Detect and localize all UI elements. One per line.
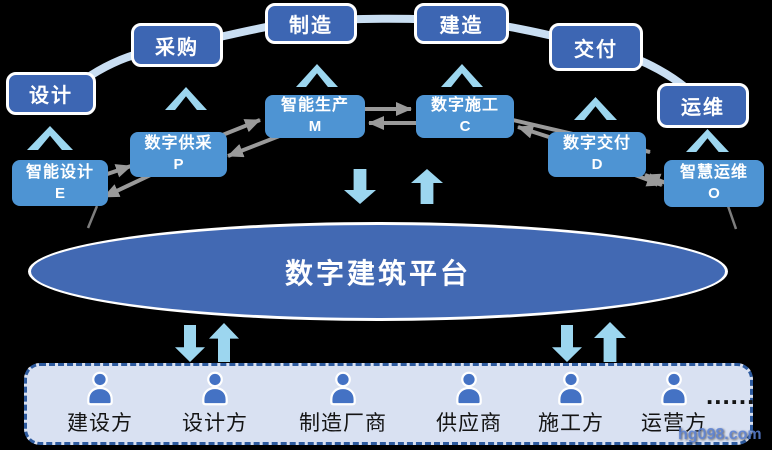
module-name: 智能设计	[25, 163, 94, 181]
stakeholder-label: 建设方	[67, 412, 133, 435]
phase-box-operations: 运维	[657, 83, 749, 128]
stakeholder-supplier: 供应商	[436, 370, 502, 437]
stakeholder-owner: 建设方	[67, 370, 133, 437]
module-name: 智能生产	[280, 97, 349, 115]
phase-box-procurement: 采购	[131, 23, 223, 67]
stakeholder-label: 运营方	[641, 412, 707, 435]
module-letter: O	[708, 185, 720, 203]
module-letter: E	[54, 184, 65, 202]
module-name: 数字供采	[144, 135, 213, 153]
stakeholder-manufacturer: 制造厂商	[299, 370, 387, 437]
module-box-digital-construction: 数字施工 C	[416, 95, 514, 138]
person-icon	[456, 371, 482, 406]
person-icon	[330, 371, 356, 406]
stakeholder-contractor: 施工方	[538, 370, 604, 437]
person-icon	[87, 371, 113, 406]
watermark: hg098.com	[678, 426, 762, 443]
platform-ellipse: 数字建筑平台	[28, 222, 728, 321]
stakeholder-label: 供应商	[436, 412, 502, 435]
stakeholder-designer: 设计方	[182, 370, 248, 437]
arc-tails	[86, 205, 738, 230]
stakeholder-label: 设计方	[182, 412, 248, 435]
module-box-digital-procurement: 数字供采 P	[130, 132, 227, 177]
phase-box-manufacturing: 制造	[265, 3, 357, 44]
stakeholder-label: 施工方	[538, 412, 604, 435]
module-box-digital-delivery: 数字交付 D	[548, 132, 646, 177]
stakeholder-bar	[24, 363, 753, 445]
module-box-smart-production: 智能生产 M	[265, 95, 365, 138]
module-box-smart-design: 智能设计 E	[12, 160, 108, 206]
phase-box-delivery: 交付	[549, 23, 643, 71]
module-name: 数字施工	[430, 97, 499, 115]
module-name: 智慧运维	[679, 164, 748, 182]
module-name: 数字交付	[562, 135, 631, 153]
module-letter: D	[591, 156, 603, 174]
ellipsis-label: ......	[706, 380, 756, 410]
stakeholder-operator: 运营方	[641, 370, 707, 437]
phase-box-design: 设计	[6, 72, 96, 115]
module-letter: M	[308, 118, 322, 136]
person-icon	[202, 371, 228, 406]
person-icon	[558, 371, 584, 406]
phase-box-construction: 建造	[414, 3, 509, 44]
person-icon	[661, 371, 687, 406]
module-box-smart-operations: 智慧运维 O	[664, 160, 764, 207]
stakeholder-label: 制造厂商	[299, 412, 387, 435]
platform-label: 数字建筑平台	[284, 257, 471, 289]
module-letter: P	[173, 156, 184, 174]
module-letter: C	[459, 118, 471, 136]
